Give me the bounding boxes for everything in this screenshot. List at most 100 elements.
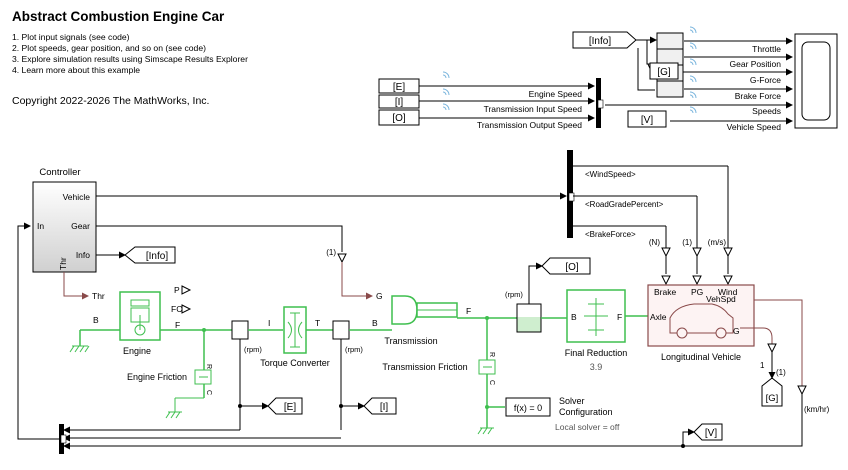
info-bus-section: [Info] [G] Throttle Gear Position G-Forc… <box>572 31 838 132</box>
longitudinal-vehicle-block[interactable] <box>647 284 755 347</box>
step-2-link[interactable]: 2. Plot speeds, gear position, and so on… <box>12 43 206 53</box>
vehicle-vehspd-port: VehSpd <box>706 294 736 304</box>
engine-fc-port: FC <box>171 304 182 314</box>
from-v-tag[interactable] <box>627 110 667 128</box>
logging-icon <box>689 26 697 34</box>
engine-speed-unit: (rpm) <box>244 345 262 354</box>
solver-configuration-block[interactable] <box>505 397 551 417</box>
controller-port-in: In <box>37 221 44 231</box>
from-g-label-top: [G] <box>657 67 671 78</box>
torque-converter-label: Torque Converter <box>260 358 330 368</box>
pg-unit-label: (1) <box>682 238 692 247</box>
signal-label-brakeforce: <BrakeForce> <box>585 230 636 239</box>
step-3-link[interactable]: 3. Explore simulation results using Sims… <box>12 54 248 64</box>
from-g-tag-top[interactable] <box>649 62 679 80</box>
from-o-label-top: [O] <box>392 113 406 124</box>
solver-title-line1: Solver <box>559 396 585 406</box>
transmission-section: Transmission F R C Transmission Friction <box>382 295 517 435</box>
from-i-label-top: [I] <box>395 97 404 108</box>
speeds-mux-section: [E] [I] [O] Engine Speed Transmission In… <box>378 78 604 130</box>
transmission-friction-r-port: R <box>488 352 495 357</box>
transmission-input-speed-sensor[interactable] <box>332 320 350 340</box>
solver-note: Local solver = off <box>555 422 620 432</box>
transmission-label: Transmission <box>384 336 437 346</box>
vehicle-wind-port: Wind <box>718 287 738 297</box>
vehicle-g-port: G <box>733 326 740 336</box>
transmission-output-speed-unit: (rpm) <box>505 290 523 299</box>
from-info-label: [Info] <box>589 36 611 47</box>
vehicle-axle-port: Axle <box>650 312 667 322</box>
final-reduction-section: B F Final Reduction 3.9 <box>565 289 648 372</box>
signal-label-brake-force: Brake Force <box>735 91 782 101</box>
goto-v-label: [V] <box>705 428 717 439</box>
goto-i-label: [I] <box>380 402 389 413</box>
engine-friction-r-port: R <box>205 364 212 369</box>
goto-e-label: [E] <box>284 402 296 413</box>
engine-section: Engine B F P FC R C Engine Friction <box>69 285 232 419</box>
brake-unit-label: (N) <box>649 238 660 247</box>
final-reduction-b-port: B <box>571 312 577 322</box>
engine-thr-port: Thr <box>92 291 105 301</box>
goto-i-tag[interactable] <box>363 397 397 415</box>
goto-info-label: [Info] <box>146 251 168 262</box>
transmission-f-port: F <box>466 306 471 316</box>
logging-icon <box>689 75 697 83</box>
logging-icon <box>689 58 697 66</box>
torque-converter-section: Torque Converter T <box>260 306 333 368</box>
transmission-input-speed-unit: (rpm) <box>345 345 363 354</box>
model-title: Abstract Combustion Engine Car <box>12 9 225 24</box>
vehicle-speed-unit: (km/hr) <box>804 405 830 414</box>
goto-v-tag[interactable] <box>693 423 723 441</box>
transmission-friction-c-port: C <box>488 380 495 385</box>
car-icon <box>669 303 734 334</box>
from-info-tag[interactable] <box>572 31 637 49</box>
controller-port-gear: Gear <box>71 221 90 231</box>
controller-port-vehicle: Vehicle <box>63 192 91 202</box>
g-unit-label-left: 1 <box>760 361 765 370</box>
engine-friction-label: Engine Friction <box>127 372 187 382</box>
solver-configuration-section: f(x) = 0 Solver Configuration Local solv… <box>505 396 620 432</box>
engine-speed-sensor[interactable] <box>231 320 249 340</box>
solver-fx-label: f(x) = 0 <box>514 403 542 413</box>
goto-g-tag[interactable] <box>761 377 783 407</box>
logging-icon <box>442 88 450 96</box>
copyright-notice: Copyright 2022-2026 The MathWorks, Inc. <box>12 95 210 107</box>
final-reduction-f-port: F <box>617 312 622 322</box>
longitudinal-vehicle-label: Longitudinal Vehicle <box>661 352 741 362</box>
controller-block[interactable]: Controller In Vehicle Gear Info Thr <box>32 167 97 273</box>
logging-icons <box>442 26 697 114</box>
from-e-label-top: [E] <box>393 82 405 93</box>
signal-label-engine-speed: Engine Speed <box>529 89 583 99</box>
signal-label-vehicle-speed: Vehicle Speed <box>727 122 782 132</box>
goto-info-tag[interactable] <box>124 246 176 264</box>
g-unit-label-right: (1) <box>776 368 786 377</box>
step-1-link[interactable]: 1. Plot input signals (see code) <box>12 32 130 42</box>
transmission-block[interactable] <box>391 295 418 325</box>
gear-width-label: (1) <box>326 248 336 257</box>
controller-port-thr: Thr <box>58 257 68 270</box>
signal-label-roadgradepercent: <RoadGradePercent> <box>585 200 664 209</box>
final-reduction-ratio: 3.9 <box>590 362 603 372</box>
vehicle-pg-port: PG <box>691 287 703 297</box>
final-reduction-label: Final Reduction <box>565 348 628 358</box>
goto-e-tag[interactable] <box>267 397 303 415</box>
vehicle-brake-port: Brake <box>654 287 676 297</box>
engine-p-port: P <box>174 285 180 295</box>
engine-f-port: F <box>175 320 180 330</box>
transmission-g-port: G <box>376 291 383 301</box>
from-v-label: [V] <box>641 115 653 126</box>
step-4-link[interactable]: 4. Learn more about this example <box>12 65 141 75</box>
goto-g-label: [G] <box>766 393 779 404</box>
transmission-friction-label: Transmission Friction <box>382 362 467 372</box>
transmission-b-port: B <box>372 318 378 328</box>
signal-label-g-force: G-Force <box>750 75 781 85</box>
longitudinal-vehicle-section: Brake PG Wind VehSpd Axle G Longitudinal… <box>647 284 755 362</box>
environment-bus-section: <WindSpeed> <RoadGradePercent> <BrakeFor… <box>567 150 733 286</box>
signal-label-throttle: Throttle <box>752 44 781 54</box>
scope-screen-icon <box>801 41 831 121</box>
logging-icon <box>689 91 697 99</box>
controller-title: Controller <box>39 167 80 178</box>
goto-o-tag[interactable] <box>541 257 591 275</box>
signal-label-speeds: Speeds <box>752 106 781 116</box>
